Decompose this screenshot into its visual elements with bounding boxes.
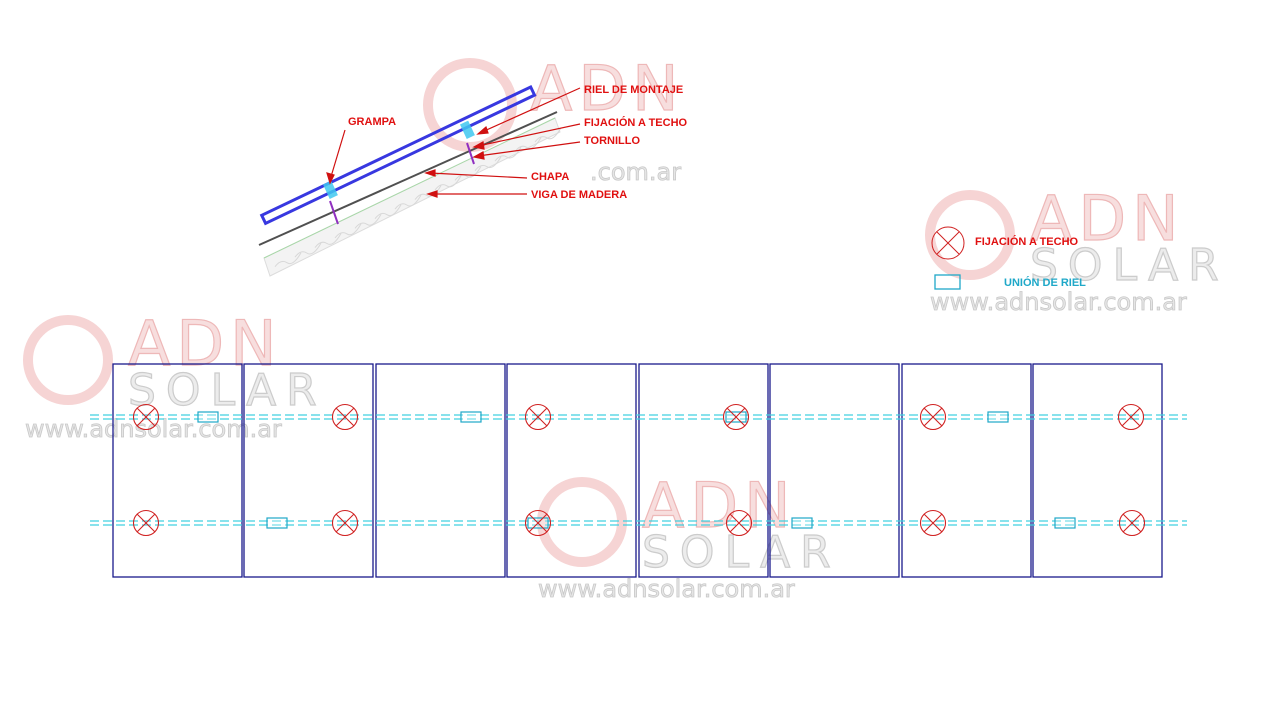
wood-grain-line: [514, 137, 542, 152]
watermark-brand: ADN: [128, 307, 283, 380]
label-grampa: GRAMPA: [348, 116, 396, 128]
wood-grain-line: [294, 242, 322, 258]
label-fijacion: FIJACIÓN A TECHO: [584, 116, 688, 129]
roof-fixing: [132, 509, 160, 537]
roof-fixing: [132, 403, 160, 431]
label-riel-montaje: RIEL DE MONTAJE: [584, 84, 683, 96]
rail-joint: [197, 411, 219, 423]
callout-arrows: [326, 87, 581, 198]
watermark-left: ADN SOLAR www.adnsolar.com.ar: [23, 306, 327, 443]
wood-grain-line: [334, 223, 362, 239]
legend-joint-label: UNIÓN DE RIEL: [1004, 276, 1086, 289]
svg-text:.com.ar: .com.ar: [590, 158, 681, 186]
label-tornillo: TORNILLO: [584, 135, 640, 147]
roof-fixing: [524, 509, 552, 537]
wood-grain: [274, 127, 562, 268]
solar-panel: [769, 363, 900, 578]
roof-fixing: [919, 509, 947, 537]
mounting-rail: [259, 85, 537, 226]
beam-top-edge: [263, 117, 556, 259]
watermark-center: ADN SOLAR www.adnsolar.com.ar: [537, 468, 841, 603]
wood-grain-line: [534, 127, 562, 143]
clamp-2: [459, 120, 475, 139]
rail-joint: [460, 411, 482, 423]
roof-section-detail: [258, 85, 562, 277]
watermark-url: www.adnsolar.com.ar: [930, 288, 1187, 316]
rail-joint: [266, 517, 288, 529]
wood-grain-line: [274, 252, 302, 268]
roof-fixing: [331, 509, 359, 537]
rail-joint: [987, 411, 1009, 423]
wood-grain-line: [374, 204, 402, 220]
wood-grain-line: [454, 166, 482, 181]
wood-grain-line: [394, 194, 422, 210]
screw-1: [329, 200, 339, 225]
solar-panel: [1032, 363, 1163, 578]
watermark-sub: SOLAR: [642, 527, 841, 578]
roof-sheet: [258, 111, 558, 246]
wood-beam: [263, 117, 561, 277]
rail-joint: [791, 517, 813, 529]
legend-fixing-label: FIJACIÓN A TECHO: [975, 235, 1079, 248]
roof-fixing: [331, 403, 359, 431]
watermark-url: www.adnsolar.com.ar: [538, 575, 795, 603]
watermark-sub: SOLAR: [1030, 240, 1229, 291]
roof-fixing: [919, 403, 947, 431]
panel-layout-plan: [90, 363, 1187, 578]
roof-fixing: [1117, 403, 1145, 431]
wood-grain-line: [494, 146, 522, 162]
wood-grain-line: [314, 233, 342, 248]
solar-panel: [375, 363, 506, 578]
roof-fixing: [722, 403, 750, 431]
roof-fixing: [725, 509, 753, 537]
roof-fixing: [524, 403, 552, 431]
roof-fixing: [1118, 509, 1146, 537]
solar-panel: [901, 363, 1032, 578]
rail-joint: [1054, 517, 1076, 529]
rail-joint-rect-icon: [934, 274, 961, 290]
watermark-right: ADN SOLAR www.adnsolar.com.ar: [925, 181, 1229, 316]
screw-2: [466, 142, 475, 165]
solar-panel: [112, 363, 243, 578]
label-viga: VIGA DE MADERA: [531, 189, 627, 201]
solar-panel: [638, 363, 769, 578]
roof-fixing-circle-x-icon: [931, 226, 965, 260]
wood-grain-line: [474, 156, 502, 172]
solar-panel: [243, 363, 374, 578]
watermark-brand: ADN: [1030, 182, 1185, 255]
watermark-brand: ADN: [642, 469, 797, 542]
wood-grain-line: [354, 214, 382, 229]
label-chapa: CHAPA: [531, 171, 569, 183]
solar-panel: [506, 363, 637, 578]
wood-grain-line: [434, 175, 462, 191]
watermark-sub: SOLAR: [128, 365, 327, 416]
legend: FIJACIÓN A TECHO UNIÓN DE RIEL: [931, 226, 1086, 290]
clamp-1: [322, 180, 338, 199]
